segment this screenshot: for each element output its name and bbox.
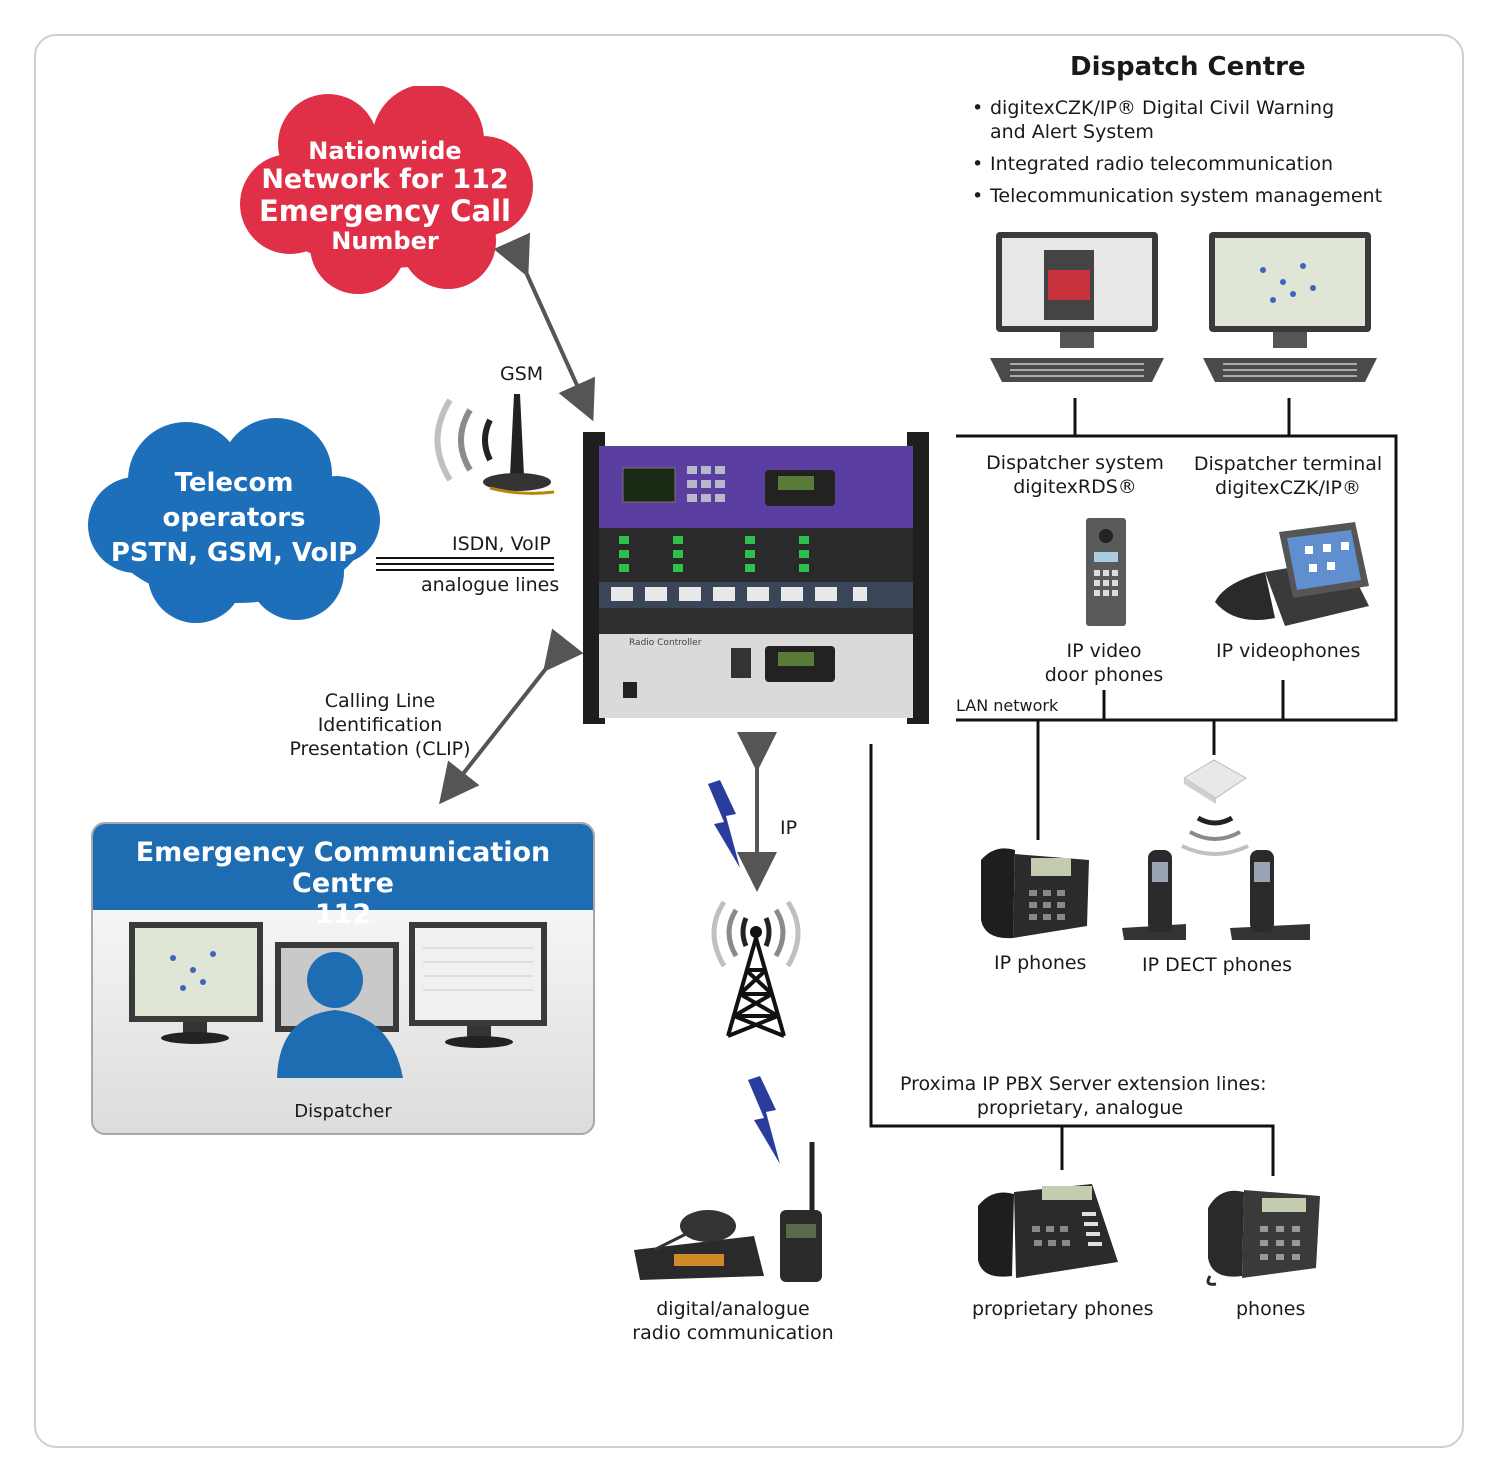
video-door-phone-icon	[1086, 518, 1126, 626]
ip-phone-icon	[981, 848, 1089, 939]
nationwide-line1: Nationwide	[308, 137, 462, 165]
telecom-line3: PSTN, GSM, VoIP	[110, 538, 358, 568]
emergency-centre-box: Emergency Communication Centre 112 Dispa…	[91, 822, 595, 1135]
dispatch-monitor-2-icon	[1203, 232, 1377, 382]
videophone-icon	[1215, 522, 1369, 626]
door-phone-label: IP video door phones	[1034, 639, 1174, 687]
pbx-line2: proprietary, analogue	[976, 1097, 1184, 1119]
arrow-nationwide	[493, 232, 596, 422]
door-phone-line1: IP video	[1066, 640, 1142, 662]
gsm-antenna-icon	[434, 394, 555, 495]
dispatcher-terminal-line1: Dispatcher terminal	[1193, 453, 1383, 475]
radio-line2: radio communication	[632, 1322, 834, 1344]
clip-line2: Identification	[317, 714, 443, 736]
diagram-frame	[34, 34, 1464, 1448]
dispatcher-system-line1: Dispatcher system	[986, 452, 1164, 474]
phones-label: phones	[1236, 1298, 1306, 1320]
lightning-bolt-icon	[708, 780, 740, 868]
analogue-lines-label: analogue lines	[421, 574, 560, 596]
dispatch-monitor-1-icon	[990, 232, 1164, 382]
radio-tower-icon	[711, 900, 801, 1038]
nationwide-cloud	[240, 86, 533, 294]
telecom-line1: Telecom	[174, 468, 294, 498]
nationwide-line2: Network for 112	[261, 163, 509, 195]
dispatch-bullets: digitexCZK/IP® Digital Civil Warning and…	[968, 96, 1382, 216]
lan-network-label: LAN network	[956, 696, 1059, 715]
telecom-line2: operators	[162, 503, 306, 533]
door-phone-line2: door phones	[1044, 664, 1164, 686]
dispatch-centre-title: Dispatch Centre	[1070, 52, 1306, 82]
gsm-label: GSM	[500, 363, 544, 385]
dect-phones-icon	[1122, 850, 1310, 940]
telecom-cloud-text: Telecom operators PSTN, GSM, VoIP	[100, 466, 368, 571]
dispatcher-workstation-icon	[129, 922, 547, 1078]
dispatcher-system-line2: digitexRDS®	[1013, 476, 1137, 498]
arrow-clip	[439, 628, 584, 805]
dispatcher-system-label: Dispatcher system digitexRDS®	[985, 451, 1165, 499]
dispatch-bullet-2: Integrated radio telecommunication	[968, 152, 1382, 176]
clip-line3: Presentation (CLIP)	[289, 738, 471, 760]
dispatcher-terminal-line2: digitexCZK/IP®	[1215, 477, 1361, 499]
clip-line1: Calling Line	[324, 690, 436, 712]
dispatch-bus-line	[956, 434, 1398, 722]
radio-line1: digital/analogue	[656, 1298, 810, 1320]
radio-communication-label: digital/analogue radio communication	[630, 1297, 836, 1345]
pbx-label: Proxima IP PBX Server extension lines: p…	[900, 1072, 1267, 1120]
ip-label: IP	[780, 817, 798, 839]
clip-label: Calling Line Identification Presentation…	[280, 689, 480, 761]
analogue-phone-icon	[1206, 1190, 1320, 1286]
dect-base-station-icon	[1181, 759, 1249, 856]
emergency-centre-header: Emergency Communication Centre 112	[93, 824, 593, 930]
dispatcher-terminal-label: Dispatcher terminal digitexCZK/IP®	[1192, 452, 1384, 500]
dispatch-bullet-1: digitexCZK/IP® Digital Civil Warning and…	[968, 96, 1382, 144]
telecom-cloud	[88, 418, 380, 623]
dispatcher-label: Dispatcher	[294, 1101, 392, 1122]
lightning-bolt-icon	[748, 1076, 780, 1164]
nationwide-cloud-text: Nationwide Network for 112 Emergency Cal…	[250, 138, 520, 254]
isdn-voip-label: ISDN, VoIP	[452, 533, 551, 555]
pbx-line1: Proxima IP PBX Server extension lines:	[900, 1073, 1267, 1095]
proprietary-phone-icon	[978, 1184, 1118, 1278]
emergency-centre-title: Emergency Communication Centre	[135, 837, 551, 899]
dect-phones-label: IP DECT phones	[1142, 954, 1293, 976]
pbx-line	[869, 744, 1275, 1176]
ip-phones-label: IP phones	[994, 952, 1087, 974]
server-rack: Radio Controller	[583, 432, 929, 724]
radio-devices-icon	[634, 1142, 822, 1282]
videophones-label: IP videophones	[1216, 640, 1361, 662]
dispatch-bullet-3: Telecommunication system management	[968, 184, 1382, 208]
proprietary-phones-label: proprietary phones	[972, 1298, 1154, 1320]
nationwide-line3: Emergency Call	[259, 194, 511, 229]
rack-badge: Radio Controller	[629, 638, 702, 648]
nationwide-line4: Number	[331, 226, 439, 255]
emergency-centre-number: 112	[314, 899, 372, 930]
